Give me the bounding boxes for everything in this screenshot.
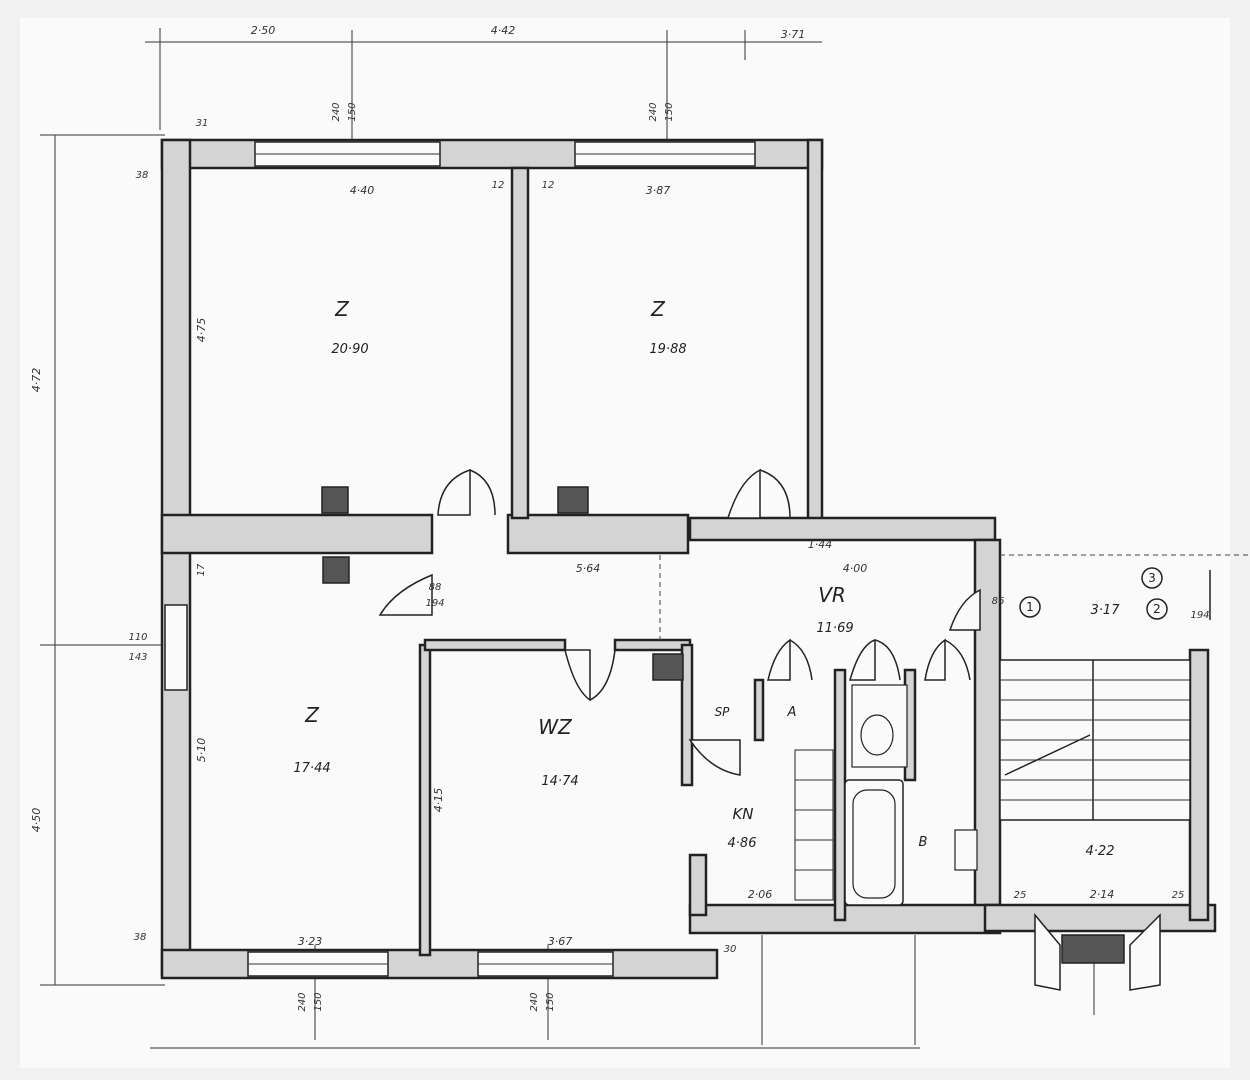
dim-window-a: 240 <box>331 102 342 121</box>
dim-door-b: 194 <box>425 598 444 609</box>
marker-2: 2 <box>1146 598 1168 620</box>
dim-top-2: 4·42 <box>491 24 516 37</box>
dim-corridor-3: 1·44 <box>808 538 833 551</box>
dim-top-1: 2·50 <box>251 24 276 37</box>
dim-window-h: 150 <box>545 992 556 1011</box>
dim-wz-height: 4·15 <box>432 788 445 813</box>
dim-room2-width: 3·87 <box>646 184 671 197</box>
stair-area: 4·22 <box>1086 844 1115 859</box>
dim-window-b: 150 <box>347 102 358 121</box>
dim-corridor-width: 5·64 <box>576 562 601 575</box>
room-label-bedroom-1: Z <box>334 297 350 321</box>
doors <box>378 468 1161 991</box>
dim-window-f: 150 <box>313 992 324 1011</box>
dim-room3-width: 3·23 <box>298 935 323 948</box>
stair-corner-area: 3·17 <box>1091 603 1121 618</box>
room-area-bedroom-1: 20·90 <box>331 342 368 357</box>
windows <box>164 141 756 977</box>
dim-left-mid-b: 143 <box>128 652 147 663</box>
dim-wall-17: 17 <box>196 563 207 576</box>
room-area-bedroom-3: 17·44 <box>293 761 330 776</box>
room-label-pantry: SP <box>715 705 731 719</box>
svg-text:1: 1 <box>1026 600 1034 614</box>
flues <box>321 486 1125 964</box>
room-area-bedroom-2: 19·88 <box>649 342 686 357</box>
dim-kn-width: 2·06 <box>748 888 773 901</box>
dim-wz-width: 3·67 <box>548 935 573 948</box>
room-label-hall: VR <box>818 583 846 607</box>
dim-wall-38: 38 <box>136 170 149 181</box>
dim-wall-25a: 25 <box>1014 890 1027 901</box>
dim-door-c: 86 <box>992 596 1005 607</box>
sanitary-fixtures <box>794 684 978 906</box>
dim-wall-30: 30 <box>724 944 737 955</box>
marker-1: 1 <box>1019 596 1041 618</box>
room-label-bedroom-2: Z <box>650 297 666 321</box>
dashed-boundaries <box>659 554 1250 640</box>
dim-room3-height: 5·10 <box>195 738 208 763</box>
room-label-bedroom-3: Z <box>304 703 320 727</box>
dim-door-a: 88 <box>429 582 442 593</box>
dim-wall-12b: 12 <box>542 180 555 191</box>
room-label-kitchen: KN <box>732 805 753 823</box>
dim-room1-width: 4·40 <box>350 184 375 197</box>
dimension-lines <box>40 28 1095 1049</box>
dim-wall-38b: 38 <box>134 932 147 943</box>
dim-window-g: 240 <box>529 992 540 1011</box>
dim-window-c: 240 <box>648 102 659 121</box>
marker-3: 3 <box>1141 567 1163 589</box>
dim-window-e: 240 <box>297 992 308 1011</box>
room-label-wc: A <box>787 705 797 720</box>
room-label-living: WZ <box>538 715 573 739</box>
room-area-hall: 11·69 <box>816 621 853 636</box>
dim-room1-height: 4·75 <box>195 318 208 343</box>
room-area-living: 14·74 <box>541 774 578 789</box>
room-area-kitchen: 4·86 <box>728 836 757 851</box>
dim-wall-25b: 25 <box>1172 890 1185 901</box>
svg-text:3: 3 <box>1148 571 1156 585</box>
room-label-bath: B <box>919 835 928 850</box>
dim-left-mid-a: 110 <box>128 632 147 643</box>
staircase <box>999 659 1191 821</box>
dim-door-d: 194 <box>1190 610 1209 621</box>
dim-wall-12a: 12 <box>492 180 505 191</box>
dim-stair-width: 2·14 <box>1090 888 1115 901</box>
dim-top-3: 3·71 <box>781 28 806 41</box>
dim-wall-31: 31 <box>196 118 209 129</box>
dim-left-lower: 4·50 <box>30 808 43 833</box>
dim-window-d: 150 <box>664 102 675 121</box>
svg-text:2: 2 <box>1153 602 1161 616</box>
dim-corridor-2: 4·00 <box>843 562 868 575</box>
dim-left-total: 4·72 <box>30 368 43 393</box>
